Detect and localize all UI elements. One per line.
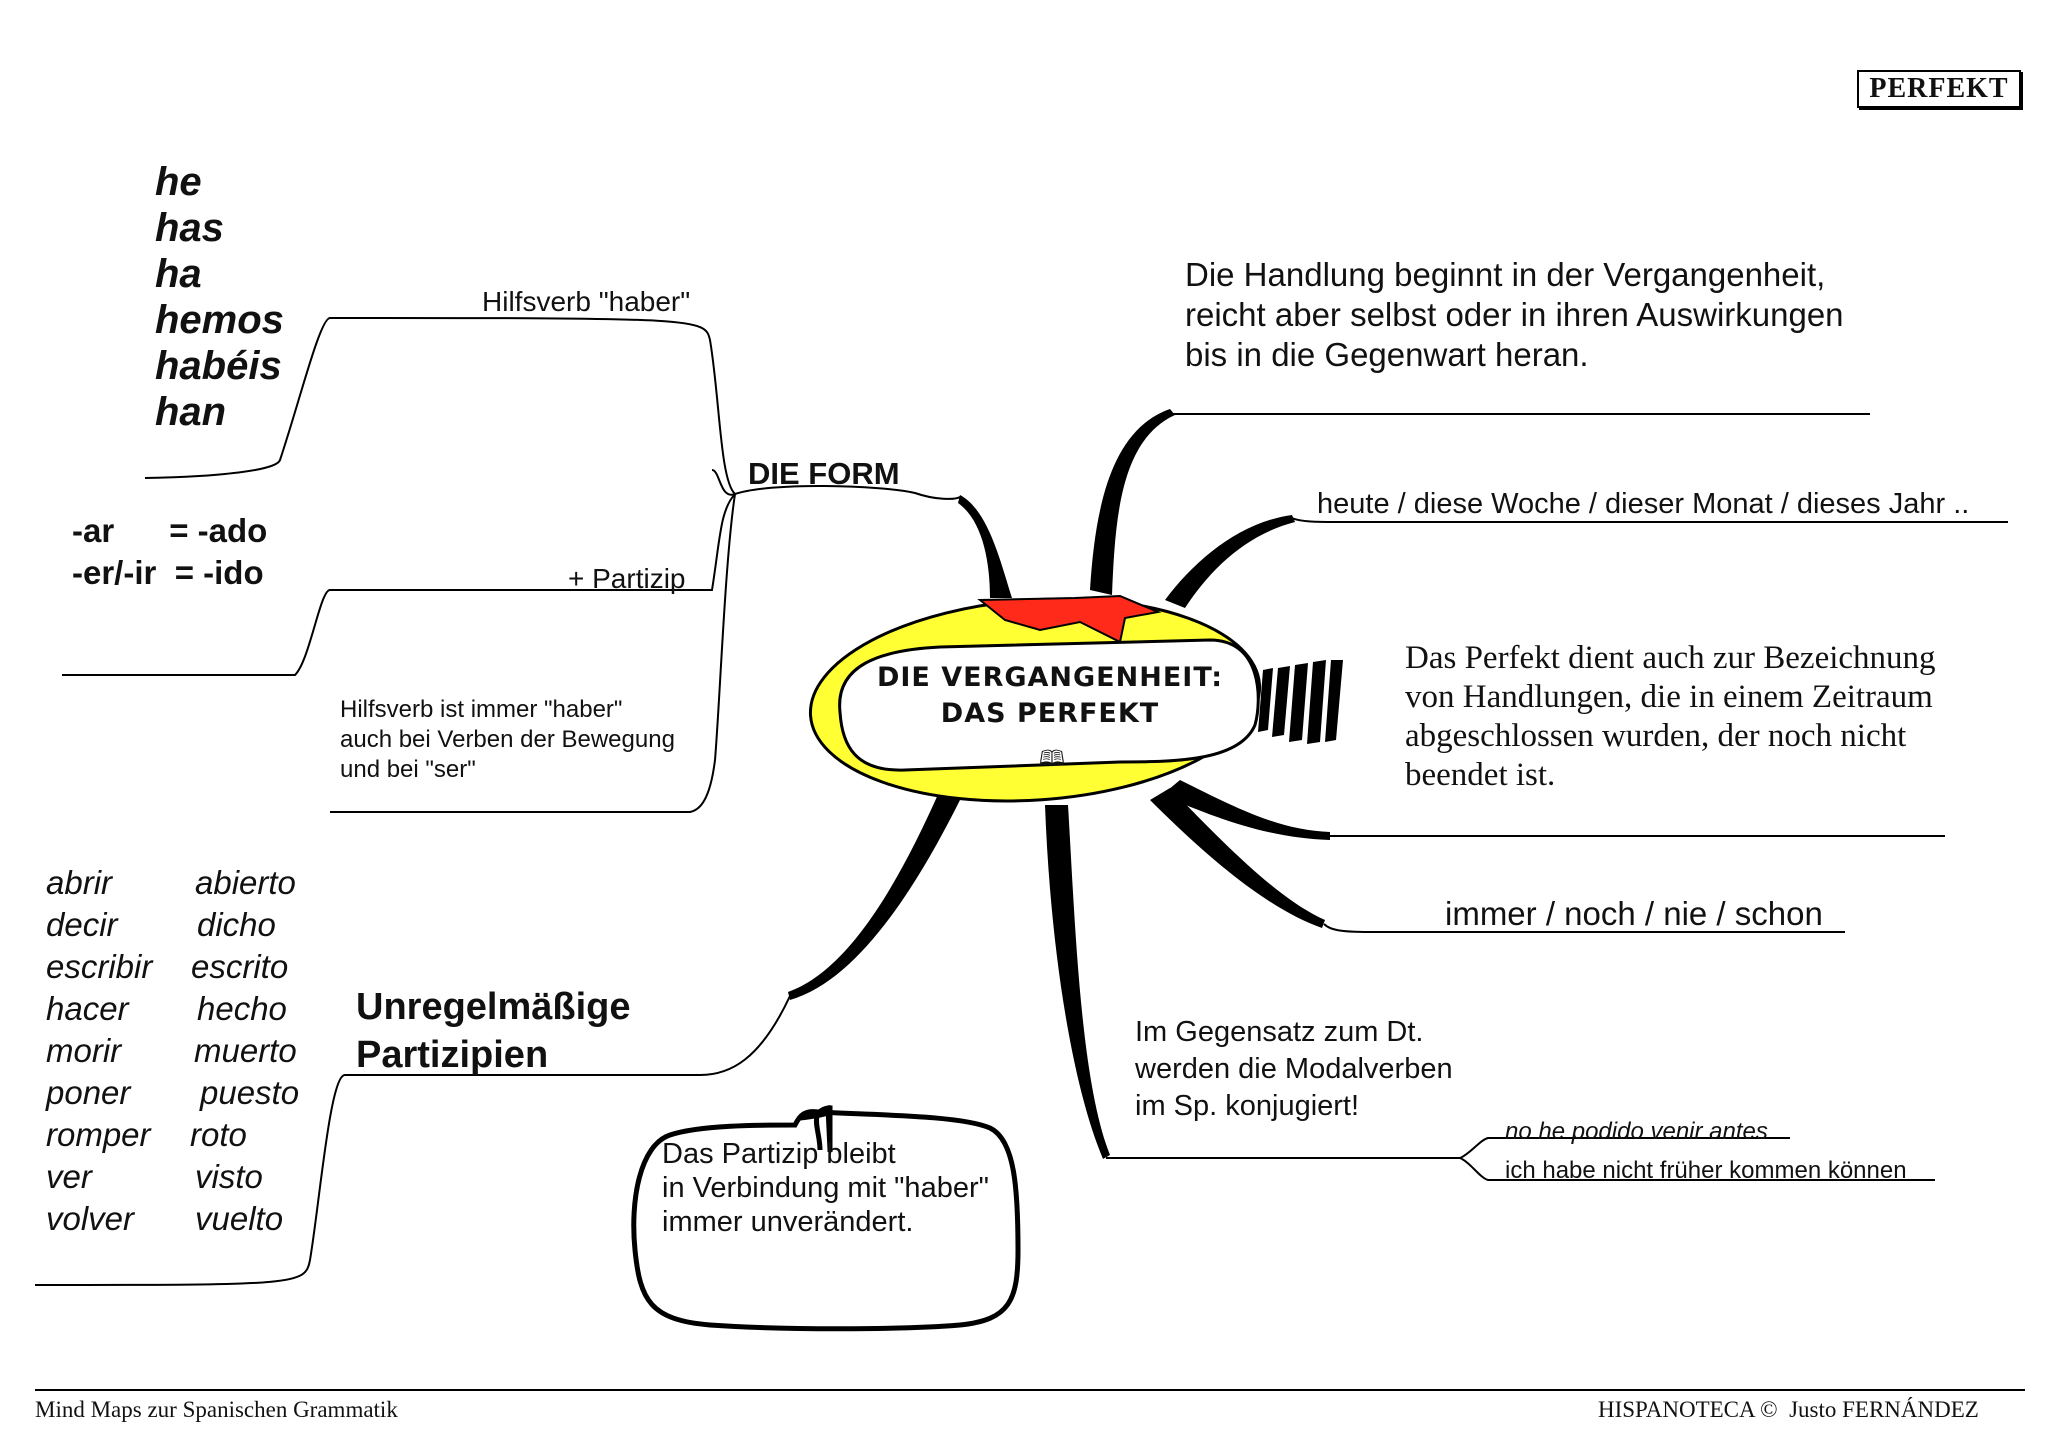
branch-lines bbox=[34, 316, 2008, 1286]
aux-form: habéis bbox=[155, 344, 282, 388]
infinitive: morir bbox=[46, 1032, 122, 1069]
aux-form: has bbox=[155, 206, 224, 250]
die-form-heading: DIE FORM bbox=[748, 456, 900, 491]
form-note-line: und bei "ser" bbox=[340, 756, 476, 783]
ending-er-ir: -er/-ir = -ido bbox=[72, 554, 264, 591]
infinitive: hacer bbox=[46, 990, 129, 1027]
aux-form: han bbox=[155, 390, 227, 434]
participle: muerto bbox=[194, 1032, 297, 1069]
zeitraum-line: Das Perfekt dient auch zur Bezeichnung bbox=[1405, 640, 1936, 676]
ending-ar: -ar = -ado bbox=[72, 512, 268, 549]
zeitraum-line: abgeschlossen wurden, der noch nicht bbox=[1405, 718, 1907, 754]
form-note-line: Hilfsverb ist immer "haber" bbox=[340, 696, 623, 723]
participle: puesto bbox=[200, 1074, 300, 1111]
infinitive: decir bbox=[46, 906, 118, 943]
center-title: DIE VERGANGENHEIT: DAS PERFEKT bbox=[850, 660, 1250, 733]
participle: hecho bbox=[197, 990, 287, 1027]
time-expressions: heute / diese Woche / dieser Monat / die… bbox=[1317, 488, 1970, 520]
callout-bubble bbox=[631, 1104, 1021, 1332]
irregular-heading-line1: Unregelmäßige bbox=[356, 986, 631, 1028]
center-title-line2: DAS PERFEKT bbox=[940, 698, 1160, 730]
modal-line: im Sp. konjugiert! bbox=[1135, 1090, 1360, 1122]
participle: vuelto bbox=[195, 1200, 284, 1237]
center-node bbox=[808, 594, 1343, 803]
participle: dicho bbox=[197, 906, 276, 943]
perfekt-badge: PERFEKT bbox=[1857, 70, 2021, 108]
infinitive: poner bbox=[46, 1074, 131, 1111]
participle: escrito bbox=[191, 948, 289, 985]
infinitive: ver bbox=[46, 1158, 92, 1195]
adverbs: immer / noch / nie / schon bbox=[1445, 895, 1823, 932]
handlung-line: reicht aber selbst oder in ihren Auswirk… bbox=[1185, 296, 1844, 333]
handlung-line: bis in die Gegenwart heran. bbox=[1185, 336, 1589, 373]
modal-line: werden die Modalverben bbox=[1135, 1053, 1453, 1085]
callout-line: in Verbindung mit "haber" bbox=[662, 1172, 989, 1204]
form-note-line: auch bei Verben der Bewegung bbox=[340, 726, 675, 753]
participle: roto bbox=[190, 1116, 247, 1153]
center-title-line1: DIE VERGANGENHEIT: bbox=[876, 662, 1224, 693]
modal-line: Im Gegensatz zum Dt. bbox=[1135, 1016, 1424, 1048]
infinitive: escribir bbox=[46, 948, 153, 985]
aux-form: he bbox=[155, 160, 202, 204]
participle: visto bbox=[195, 1158, 263, 1195]
callout-line: immer unverändert. bbox=[662, 1206, 914, 1238]
infinitive: volver bbox=[46, 1200, 135, 1237]
irregular-heading-line2: Partizipien bbox=[356, 1034, 549, 1076]
callout-line: Das Partizip bleibt bbox=[662, 1138, 896, 1170]
footer-right: HISPANOTECA © Justo FERNÁNDEZ bbox=[1598, 1397, 1979, 1422]
aux-form: ha bbox=[155, 252, 202, 296]
hilfsverb-label: Hilfsverb "haber" bbox=[482, 286, 691, 317]
infinitive: abrir bbox=[46, 864, 113, 901]
open-book-icon: 🕮 bbox=[1039, 747, 1065, 772]
zeitraum-line: beendet ist. bbox=[1405, 757, 1556, 793]
zeitraum-line: von Handlungen, die in einem Zeitraum bbox=[1405, 679, 1933, 715]
partizip-label: + Partizip bbox=[568, 563, 686, 594]
participle: abierto bbox=[195, 864, 296, 901]
infinitive: romper bbox=[46, 1116, 151, 1153]
example-spanish: no he podido venir antes bbox=[1505, 1118, 1768, 1145]
center-branches bbox=[788, 409, 1330, 1159]
aux-form: hemos bbox=[155, 298, 284, 342]
footer-left: Mind Maps zur Spanischen Grammatik bbox=[35, 1397, 398, 1422]
example-german: ich habe nicht früher kommen können bbox=[1505, 1157, 1907, 1184]
handlung-line: Die Handlung beginnt in der Vergangenhei… bbox=[1185, 256, 1826, 293]
